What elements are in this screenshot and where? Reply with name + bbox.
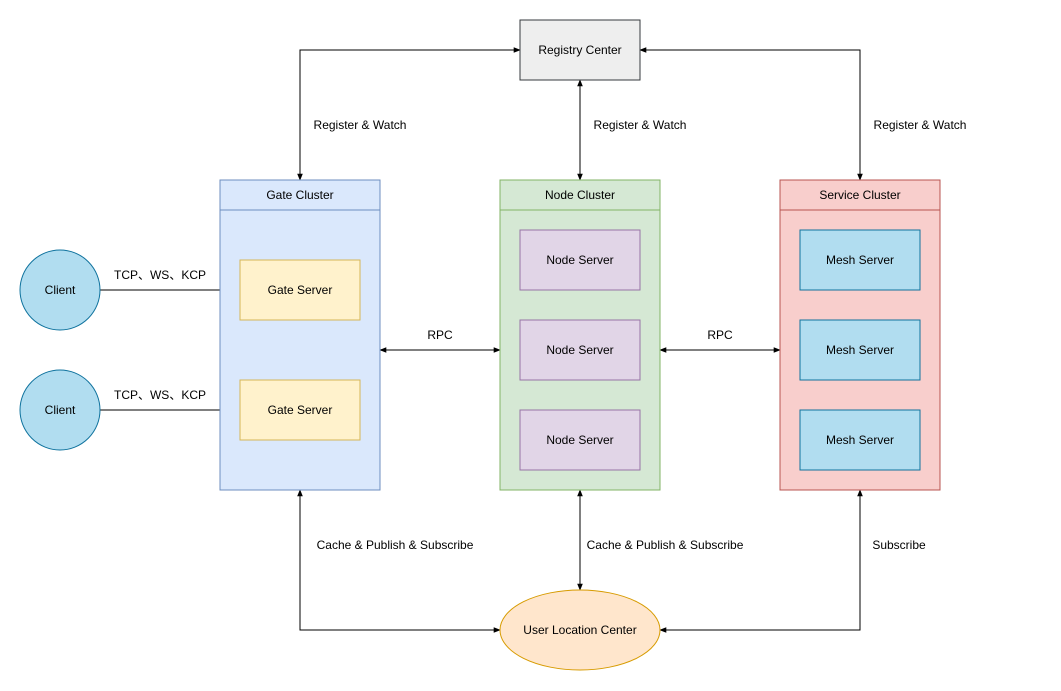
connector-service-location (659, 489, 863, 633)
gate-server: Gate Server (239, 259, 361, 321)
node-server-label: Node Server (546, 253, 613, 267)
gate-server: Gate Server (239, 379, 361, 441)
user-location-center-label: User Location Center (523, 623, 636, 637)
connector-gate-registry (297, 47, 521, 181)
label-client1-gate: TCP、WS、KCP (114, 268, 206, 282)
mesh-server: Mesh Server (799, 409, 921, 471)
client-label: Client (45, 403, 76, 417)
registry-center-node: Registry Center (519, 19, 641, 81)
connector-service-registry (639, 47, 863, 181)
label-service-registry: Register & Watch (874, 118, 967, 132)
registry-center-label: Registry Center (538, 43, 621, 57)
user-location-center-node: User Location Center (499, 589, 661, 671)
label-node-registry: Register & Watch (594, 118, 687, 132)
gate-cluster: Gate Cluster Gate Server Gate Server (219, 179, 381, 491)
label-gate-registry: Register & Watch (314, 118, 407, 132)
node-server-label: Node Server (546, 433, 613, 447)
service-cluster-title: Service Cluster (819, 188, 900, 202)
mesh-server: Mesh Server (799, 229, 921, 291)
node-cluster: Node Cluster Node Server Node Server Nod… (499, 179, 661, 491)
mesh-server-label: Mesh Server (826, 433, 894, 447)
connector-gate-location (297, 489, 501, 633)
mesh-server-label: Mesh Server (826, 253, 894, 267)
gate-server-label: Gate Server (268, 283, 333, 297)
label-node-location: Cache & Publish & Subscribe (587, 538, 744, 552)
service-cluster: Service Cluster Mesh Server Mesh Server … (779, 179, 941, 491)
label-client2-gate: TCP、WS、KCP (114, 388, 206, 402)
label-gate-node: RPC (427, 328, 453, 342)
client-label: Client (45, 283, 76, 297)
mesh-server: Mesh Server (799, 319, 921, 381)
client-node: Client (19, 369, 101, 451)
client-node: Client (19, 249, 101, 331)
gate-cluster-title: Gate Cluster (266, 188, 333, 202)
node-server: Node Server (519, 319, 641, 381)
node-server: Node Server (519, 229, 641, 291)
gate-server-label: Gate Server (268, 403, 333, 417)
node-cluster-title: Node Cluster (545, 188, 615, 202)
node-server: Node Server (519, 409, 641, 471)
label-gate-location: Cache & Publish & Subscribe (317, 538, 474, 552)
mesh-server-label: Mesh Server (826, 343, 894, 357)
label-service-location: Subscribe (872, 538, 926, 552)
node-server-label: Node Server (546, 343, 613, 357)
label-node-service: RPC (707, 328, 733, 342)
